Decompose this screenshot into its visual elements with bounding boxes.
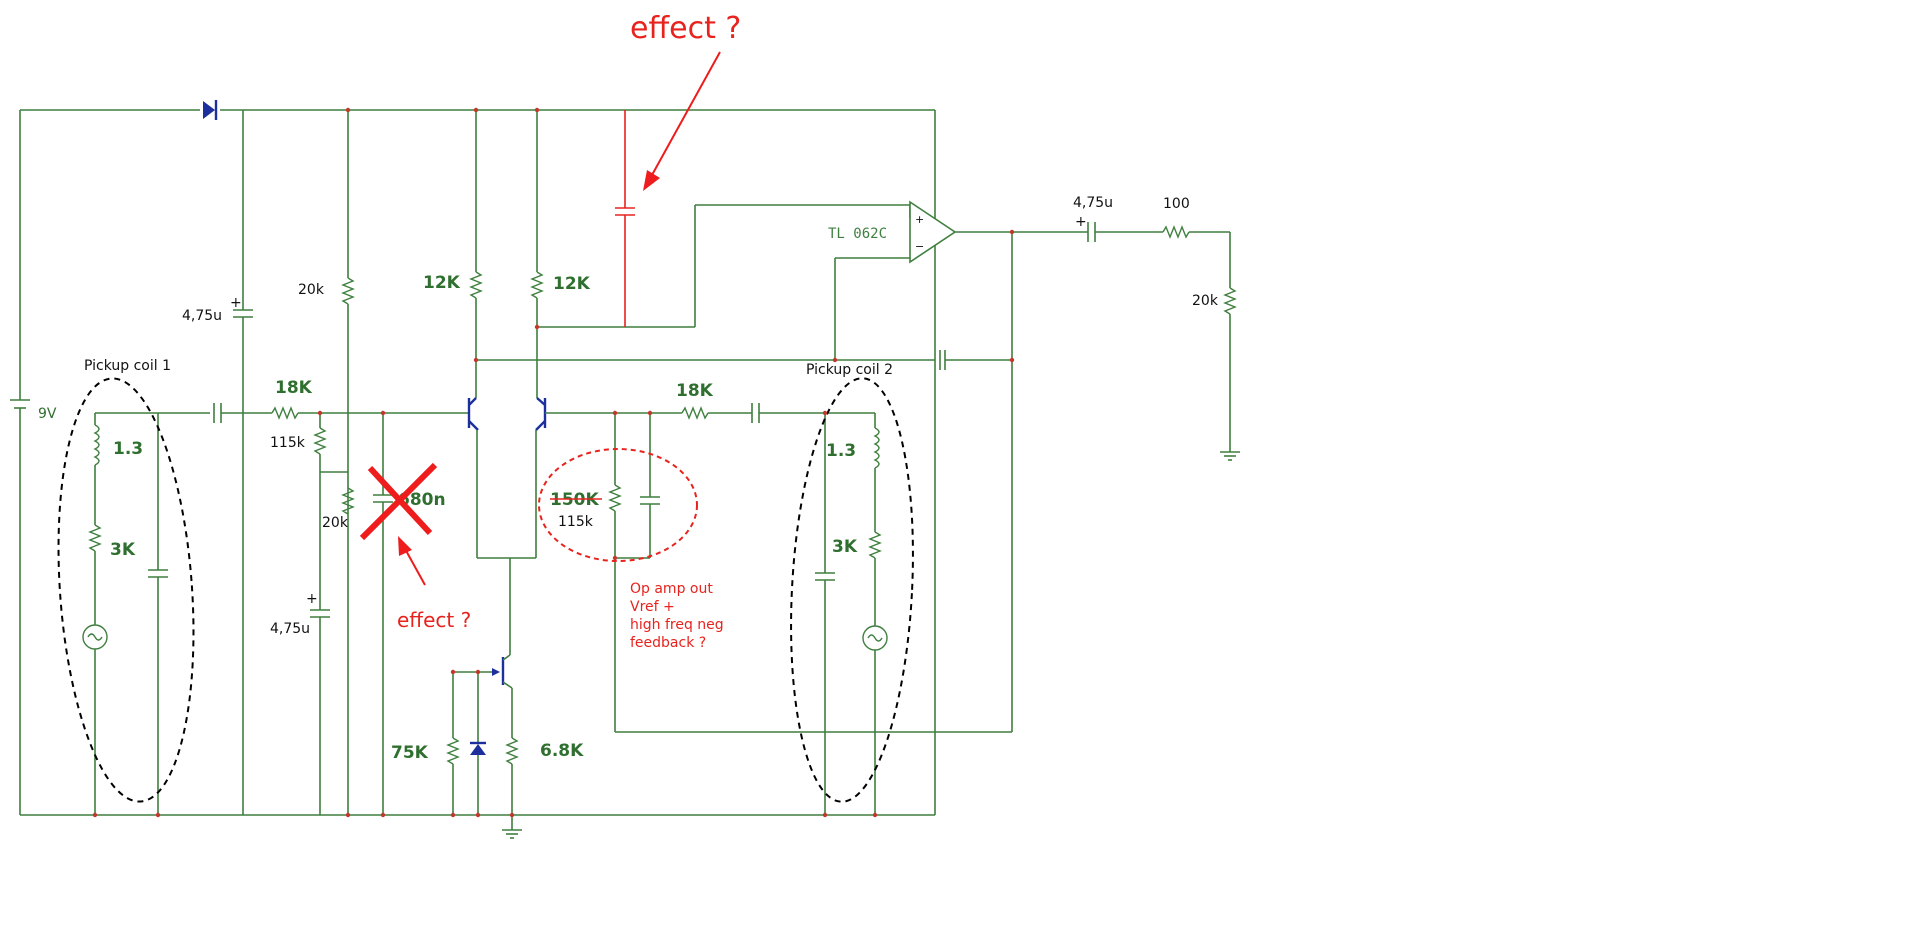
bias-resistor-20k-bottom-label: 20k — [322, 515, 349, 531]
load-resistor-label: 20k — [1192, 293, 1219, 309]
collector-right-label: 12K — [553, 274, 591, 294]
ground-symbol-bottom — [502, 829, 522, 839]
feedback-highlight-outline — [538, 448, 698, 562]
transistor-left — [467, 397, 479, 431]
coil1-inductor-value: 1.3 — [113, 439, 143, 459]
svg-text:+: + — [915, 213, 924, 226]
coil2-resistor-value: 3K — [832, 537, 858, 557]
zener-diode — [470, 744, 486, 755]
pickup-coil-1-outline — [57, 377, 195, 803]
bias-resistor-20k-top-label: 20k — [298, 282, 325, 298]
effect-bottom-label: effect ? — [397, 608, 471, 632]
battery-symbol — [10, 399, 30, 420]
emitter-resistor-6k8 — [505, 737, 519, 765]
tail-resistor-75k — [446, 737, 460, 765]
emitter-resistor-label: 6.8K — [540, 741, 584, 761]
note-line-1: Op amp out — [630, 581, 713, 597]
pickup-coil-2-outline — [790, 377, 914, 803]
effect-top-label: effect ? — [630, 11, 741, 46]
note-line-2: Vref + — [630, 599, 675, 615]
feedback-resistor-new-label: 115k — [558, 514, 594, 530]
tail-transistor — [492, 654, 513, 689]
collector-resistor-right — [530, 271, 544, 299]
output-cap-label: 4,75u — [1073, 195, 1113, 211]
pickup-coil-1-label: Pickup coil 1 — [84, 358, 171, 374]
input-resistor-18k — [271, 406, 299, 420]
note-line-3: high freq neg — [630, 617, 724, 633]
coil1-inductor-symbol — [93, 424, 100, 466]
junction-dots — [92, 107, 1015, 818]
cross-out-mark — [359, 462, 438, 541]
output-cap-plus: + — [1075, 214, 1087, 230]
coil2-resistor-symbol — [868, 531, 882, 559]
effect-bottom-arrow — [398, 536, 426, 586]
bottom-cap-label: 4,75u — [270, 621, 310, 637]
effect-top-arrow — [643, 51, 721, 191]
battery-label: 9V — [38, 406, 57, 422]
svg-text:−: − — [915, 240, 924, 253]
collector-resistor-left — [469, 271, 483, 299]
coil1-resistor-symbol — [88, 524, 102, 552]
svg-text:+: + — [306, 591, 318, 607]
opamp-symbol — [909, 200, 957, 264]
bias-resistor-20k-bottom — [341, 487, 355, 515]
cap-680n-label: 680n — [398, 490, 446, 510]
coil2-inductor-symbol — [873, 427, 880, 469]
output-resistor-label: 100 — [1163, 196, 1190, 212]
output-resistor-100 — [1162, 225, 1190, 239]
transistor-right — [535, 397, 547, 431]
feedback-resistor — [608, 484, 622, 512]
note-line-4: feedback ? — [630, 635, 706, 651]
collector-left-label: 12K — [423, 273, 461, 293]
tail-resistor-label: 75K — [391, 743, 429, 763]
ground-symbol-output — [1220, 451, 1240, 461]
coil1-resistor-value: 3K — [110, 540, 136, 560]
coil2-inductor-value: 1.3 — [826, 441, 856, 461]
load-resistor-20k — [1223, 287, 1237, 315]
input2-resistor-label: 18K — [676, 381, 714, 401]
input2-resistor-18k — [681, 406, 709, 420]
bias-resistor-115k-label: 115k — [270, 435, 306, 451]
feedback-resistor-old-label: 150K — [550, 490, 599, 510]
supply-diode — [203, 100, 218, 120]
bias-resistor-20k-top — [341, 277, 355, 305]
bias-resistor-115k — [313, 427, 327, 455]
input-resistor-label: 18K — [275, 378, 313, 398]
svg-text:+: + — [230, 295, 242, 311]
pickup-coil-2-label: Pickup coil 2 — [806, 362, 893, 378]
bias-cap-label: 4,75u — [182, 308, 222, 324]
opamp-label: TL 062C — [828, 226, 887, 242]
